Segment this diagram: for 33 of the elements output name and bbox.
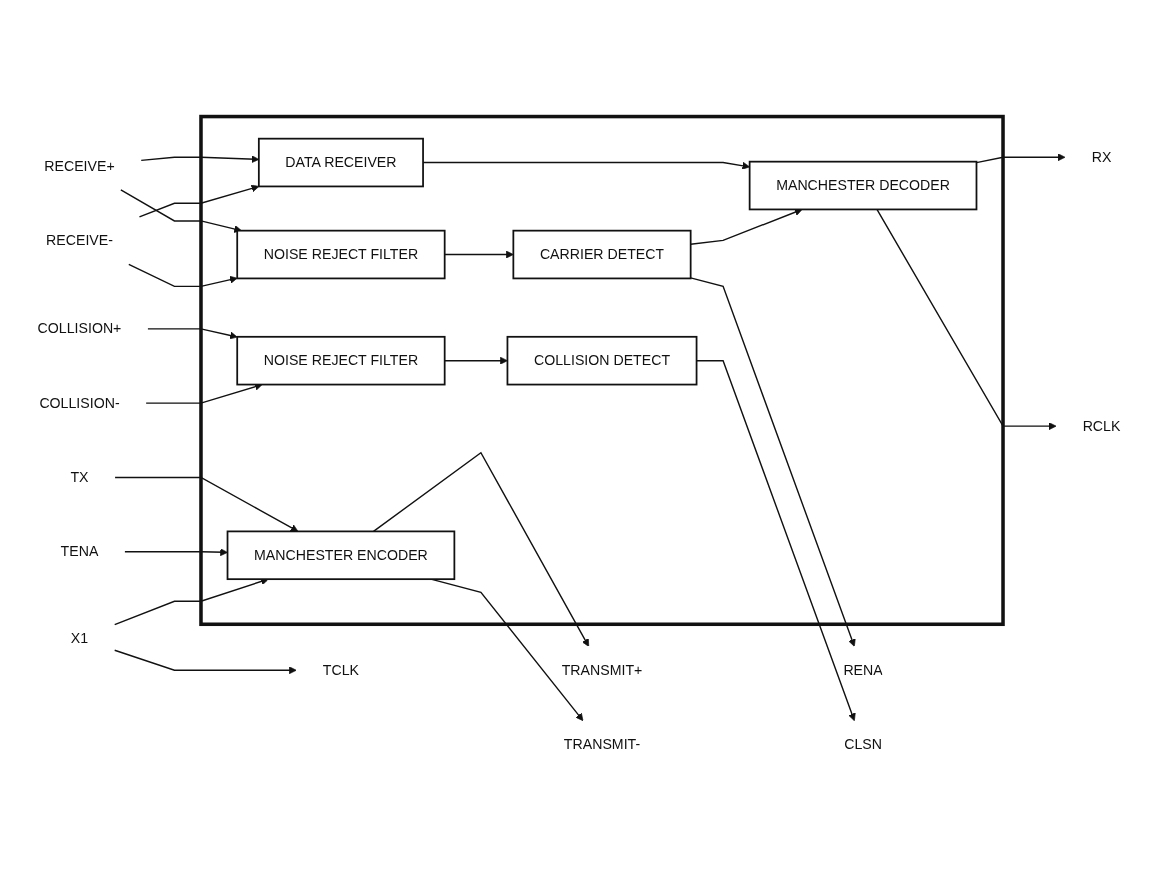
- node-box: COLLISION DETECT: [506, 335, 698, 386]
- node-box: NOISE REJECT FILTER: [236, 229, 446, 280]
- node-box: DATA RECEIVER: [257, 137, 424, 188]
- node-text: TX: [70, 469, 89, 485]
- node-text: COLLISION-: [39, 395, 120, 411]
- arrow: [138, 184, 260, 218]
- arrow: [876, 208, 1057, 431]
- node-box: NOISE REJECT FILTER: [236, 335, 446, 386]
- node-text: TCLK: [322, 662, 360, 678]
- node-text: COLLISION+: [37, 320, 122, 336]
- arrow: [114, 476, 299, 532]
- node-text: TRANSMIT-: [563, 736, 641, 752]
- node-text: RX: [1091, 149, 1112, 165]
- arrow: [114, 649, 297, 675]
- node-box: CARRIER DETECT: [512, 229, 692, 280]
- cluster: [199, 114, 1005, 627]
- node-text: RCLK: [1082, 418, 1121, 434]
- arrow: [128, 263, 238, 288]
- arrow: [372, 451, 590, 647]
- arrow: [147, 328, 238, 340]
- arrow: [689, 277, 856, 647]
- node-text: RECEIVE-: [46, 232, 113, 248]
- node-text: TRANSMIT+: [561, 662, 643, 678]
- arrow: [124, 548, 228, 557]
- node-box: MANCHESTER ENCODER: [226, 530, 456, 581]
- node-box: MANCHESTER DECODER: [748, 160, 978, 211]
- arrow: [120, 189, 242, 233]
- arrow: [975, 153, 1066, 164]
- node-text: RECEIVE+: [44, 158, 115, 174]
- node-text: X1: [70, 630, 89, 646]
- node-text: TENA: [60, 543, 99, 559]
- node-text: CLSN: [844, 736, 882, 752]
- node-text: RENA: [843, 662, 883, 678]
